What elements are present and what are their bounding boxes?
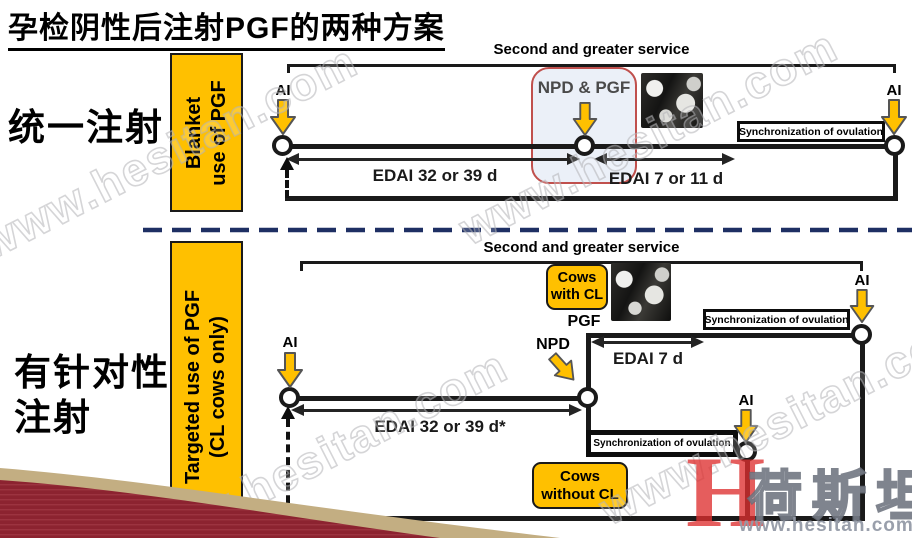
ai-label: AI (886, 82, 902, 99)
logo-brand: 荷斯坦 (747, 466, 912, 528)
service-bracket-label: Second and greater service (483, 239, 680, 256)
service-bracket-label: Second and greater service (493, 41, 690, 58)
service-bracket (287, 64, 896, 73)
edai-label: EDAI 7 d (613, 349, 683, 368)
arrowhead-icon (691, 336, 704, 348)
edai-label: EDAI 7 or 11 d (608, 169, 724, 188)
npd-pgf-arrow-icon (572, 102, 598, 136)
branch-line (586, 333, 863, 338)
return-line (860, 335, 865, 520)
timeline-node (736, 441, 757, 462)
blanket-use-tag: Blanket use of PGF (170, 53, 243, 212)
tag-line: use of PGF (207, 79, 230, 186)
return-dashed-arrow (285, 170, 289, 198)
targeted-use-tag: Targeted use of PGF (CL cows only) (170, 241, 243, 533)
cowbox-line: with CL (550, 287, 604, 303)
arrowhead-icon (591, 336, 604, 348)
return-line (286, 516, 865, 521)
timeline-node (851, 324, 872, 345)
timeline-node (577, 387, 598, 408)
ai-arrow-icon (277, 352, 303, 388)
tag-line: Blanket (182, 96, 205, 169)
timeline-node (279, 387, 300, 408)
branch-line (586, 406, 591, 432)
logo-site: www.hesitan.com (739, 515, 912, 536)
ai-label: AI (282, 334, 298, 351)
ai-arrow-icon (881, 99, 907, 135)
ai-label: AI (275, 82, 291, 99)
npd-label: NPD (536, 336, 570, 353)
sync-ovulation-box: Synchronization of ovulation (737, 121, 885, 142)
return-line (893, 146, 898, 199)
branch-line (745, 459, 750, 520)
arrowhead-icon (569, 404, 582, 416)
ai-label: AI (854, 272, 870, 289)
decorative-swoosh (0, 468, 560, 538)
arrowhead-icon (722, 153, 735, 165)
return-line (285, 196, 898, 201)
cows-with-cl-box: Cows with CL (546, 264, 608, 310)
section-divider (143, 227, 912, 233)
section-label-line: 注射 (14, 397, 92, 439)
edai-label: EDAI 32 or 39 d* (374, 417, 506, 436)
sync-ovulation-box: Synchronization of ovulation (586, 430, 738, 457)
ai-arrow-icon (733, 409, 759, 443)
ai-arrow-icon (270, 99, 296, 135)
sync-ovulation-box: Synchronization of ovulation (703, 309, 850, 330)
pgf-label: PGF (567, 313, 601, 330)
arrowhead-icon (281, 406, 295, 419)
cowbox-line: without CL (541, 485, 619, 503)
timeline-node (272, 135, 293, 156)
npd-pgf-label: NPD & PGF (537, 78, 631, 97)
arrowhead-icon (280, 157, 294, 170)
edai-arrow (603, 341, 692, 344)
page-title: 孕检阴性后注射PGF的两种方案 (8, 3, 445, 51)
timeline-node (574, 135, 595, 156)
edai-arrow (606, 158, 723, 161)
section-label-line: 有针对性 (14, 352, 170, 393)
service-bracket (300, 261, 863, 271)
logo-mark: H (686, 436, 766, 538)
arrowhead-icon (594, 153, 607, 165)
cowbox-line: Cows (557, 269, 597, 286)
branch-line (586, 335, 591, 390)
section-label-blanket: 统一注射 (8, 107, 164, 148)
edai-label: EDAI 32 or 39 d (372, 166, 498, 185)
blanket-use-tag-text: Blanket use of PGF (182, 80, 232, 186)
cow-photo (611, 263, 671, 321)
timeline-node (884, 135, 905, 156)
edai-arrow (303, 409, 570, 412)
ai-arrow-icon (849, 289, 875, 323)
timeline (290, 396, 588, 401)
edai-arrow (298, 158, 568, 161)
tag-line: (CL cows only) (207, 316, 230, 458)
ai-label: AI (738, 392, 754, 409)
cowbox-line: Cows (559, 467, 600, 485)
return-dashed-arrow (286, 419, 290, 516)
cows-without-cl-box: Cows without CL (532, 462, 628, 509)
arrowhead-icon (567, 153, 580, 165)
npd-arrow-icon (542, 347, 584, 390)
cow-photo (641, 73, 703, 128)
section-label-targeted: 有针对性 注射 (14, 350, 170, 440)
